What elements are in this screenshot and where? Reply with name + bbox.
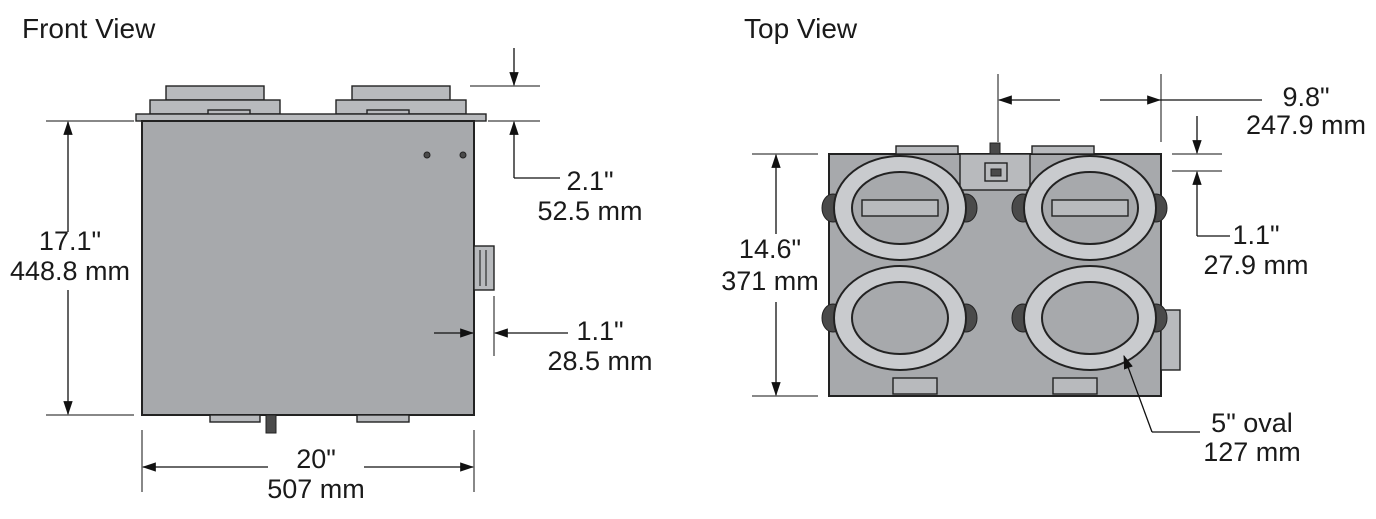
front-top-flange — [135, 113, 487, 122]
top-flange-imperial: 1.1" — [1232, 220, 1279, 250]
front-width-dimension: 20" 507 mm — [141, 430, 475, 504]
front-bottom-tab-left — [209, 414, 261, 423]
oval-port-callout: 5" oval 127 mm — [1123, 354, 1301, 467]
port-top-left — [821, 155, 978, 261]
front-side-imperial: 1.1" — [576, 316, 623, 346]
top-view-title: Top View — [744, 13, 858, 44]
port-bottom-left — [821, 265, 978, 371]
front-side-dimension: 1.1" 28.5 mm — [434, 296, 653, 376]
top-power-stub — [989, 142, 1001, 155]
port-bottom-right — [1011, 265, 1168, 371]
front-collar-dimension: 2.1" 52.5 mm — [470, 48, 643, 226]
front-collar-metric: 52.5 mm — [537, 196, 642, 226]
front-height-imperial: 17.1" — [39, 226, 101, 256]
top-flange-dimension: 1.1" 27.9 mm — [1172, 116, 1309, 280]
front-body — [141, 120, 475, 416]
top-depth-imperial: 14.6" — [739, 234, 801, 264]
power-inlet-socket — [990, 168, 1002, 177]
front-height-dimension: 17.1" 448.8 mm — [10, 120, 134, 416]
top-flange-left — [895, 145, 959, 155]
top-depth-dimension: 14.6" 371 mm — [721, 153, 819, 397]
top-flange-right — [1031, 145, 1095, 155]
front-collar-imperial: 2.1" — [566, 166, 613, 196]
front-height-metric: 448.8 mm — [10, 256, 130, 286]
front-width-imperial: 20" — [296, 444, 336, 474]
top-bottom-latch-right — [1052, 377, 1098, 395]
front-drain-fitting — [265, 414, 277, 434]
oval-port-imperial: 5" oval — [1211, 408, 1293, 438]
top-offset-metric: 247.9 mm — [1246, 110, 1366, 140]
top-bottom-latch-left — [892, 377, 938, 395]
front-collar-right — [351, 85, 451, 101]
front-view-unit — [135, 85, 495, 434]
top-flange-metric: 27.9 mm — [1203, 250, 1308, 280]
front-bottom-tab-right — [356, 414, 410, 423]
front-mount-hole-2 — [459, 151, 467, 159]
front-side-bracket — [473, 245, 495, 291]
top-offset-imperial: 9.8" — [1282, 82, 1329, 112]
front-mount-hole-1 — [423, 151, 431, 159]
front-collar-left — [165, 85, 265, 101]
port-top-right — [1011, 155, 1168, 261]
top-depth-metric: 371 mm — [721, 266, 819, 296]
front-width-metric: 507 mm — [267, 474, 365, 504]
oval-port-metric: 127 mm — [1203, 437, 1301, 467]
front-side-metric: 28.5 mm — [547, 346, 652, 376]
top-offset-dimension: 9.8" 247.9 mm — [997, 74, 1366, 142]
top-view-unit — [821, 142, 1181, 397]
front-view-title: Front View — [22, 13, 156, 44]
